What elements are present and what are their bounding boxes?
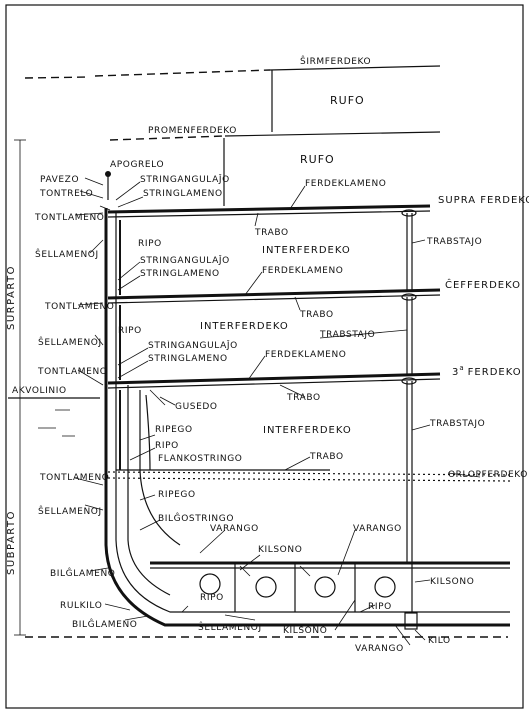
- label-sellamenoj-3: ŜELLAMENOJ: [38, 505, 102, 517]
- label-ferdeklameno-1: FERDEKLAMENO: [305, 179, 386, 189]
- label-sellamenoj-1: ŜELLAMENOJ: [35, 248, 99, 260]
- part-dimension-line: [14, 139, 26, 636]
- label-trabstajo-1: TRABSTAJO: [426, 237, 482, 247]
- label-third-ferdeko-superscript: a: [459, 364, 464, 372]
- label-varango-1: VARANGO: [210, 524, 259, 534]
- label-tontlameno-4: TONTLAMENO: [39, 473, 109, 483]
- label-ferdeklameno-2: FERDEKLAMENO: [262, 266, 343, 276]
- label-flankostringo: FLANKOSTRINGO: [158, 454, 243, 464]
- label-cefferdeko: ĈEFFERDEKO: [445, 278, 521, 291]
- decks: [107, 204, 511, 569]
- label-kilo: KILO: [428, 636, 451, 646]
- label-interferdeko-2: INTERFERDEKO: [200, 321, 289, 332]
- label-ripego-2: RIPEGO: [158, 490, 196, 500]
- superstructure: [24, 65, 441, 206]
- label-third-ferdeko-number: 3: [452, 367, 459, 378]
- label-bilglameno-1: BILĜLAMENO: [50, 567, 115, 579]
- label-kilsono-1: KILSONO: [258, 545, 302, 555]
- labels: ŜIRMFERDEKO RUFO PROMENFERDEKO RUFO APOG…: [6, 55, 529, 654]
- label-stringangulajo-3: STRINGANGULAĴO: [148, 340, 238, 351]
- label-gusedo: GUSEDO: [175, 402, 218, 412]
- label-rufo-lower: RUFO: [300, 153, 335, 166]
- pillars: [401, 209, 417, 562]
- label-stringlameno-2: STRINGLAMENO: [140, 269, 220, 279]
- label-tontrelo: TONTRELO: [39, 189, 93, 199]
- label-pavezo: PAVEZO: [40, 175, 79, 185]
- label-rufo-top: RUFO: [330, 94, 365, 107]
- label-sellamenoj-2: ŜELLAMENOJ: [38, 336, 102, 348]
- label-interferdeko-3: INTERFERDEKO: [263, 425, 352, 436]
- label-akvolinio: AKVOLINIO: [12, 386, 67, 396]
- label-tontlameno-1: TONTLAMENO: [34, 213, 104, 223]
- label-varango-3: VARANGO: [355, 644, 404, 654]
- label-ripo-5: RIPO: [368, 602, 392, 612]
- hull-shell: [99, 171, 510, 627]
- label-kilsono-2: KILSONO: [283, 626, 327, 636]
- label-trabo-4: TRABO: [309, 452, 344, 462]
- label-tontlameno-3: TONTLAMENO: [37, 367, 107, 377]
- label-trabstajo-2: TRABSTAJO: [319, 330, 375, 340]
- label-subparto: SUBPARTO: [6, 510, 17, 575]
- label-ripo-2: RIPO: [118, 326, 142, 336]
- label-tontlameno-2: TONTLAMENO: [44, 302, 114, 312]
- label-interferdeko-1: INTERFERDEKO: [262, 245, 351, 256]
- label-stringangulajo-1: STRINGANGULAĴO: [140, 174, 230, 185]
- label-stringangulajo-2: STRINGANGULAĴO: [140, 255, 230, 266]
- label-promenferdeko: PROMENFERDEKO: [148, 126, 237, 136]
- label-sellamenoj-4: ŜELLAMENOJ: [198, 621, 262, 633]
- label-ripo-3: RIPO: [155, 441, 179, 451]
- label-kilsono-3: KILSONO: [430, 577, 474, 587]
- label-surparto: SURPARTO: [6, 265, 17, 330]
- label-orlopferdeko: ORLOPFERDEKO: [448, 470, 528, 480]
- frames: [119, 220, 181, 546]
- label-stringlameno-1: STRINGLAMENO: [143, 189, 223, 199]
- label-ripo-1: RIPO: [138, 239, 162, 249]
- leader-lines: [74, 177, 481, 646]
- label-bilglameno-2: BILĜLAMENO: [72, 618, 137, 630]
- label-trabo-1: TRABO: [254, 228, 289, 238]
- label-trabo-3: TRABO: [286, 393, 321, 403]
- label-ripego-1: RIPEGO: [155, 425, 193, 435]
- label-third-ferdeko: 3a FERDEKO: [452, 364, 522, 378]
- label-rulkilo: RULKILO: [60, 601, 102, 611]
- label-third-ferdeko-word: FERDEKO: [468, 367, 522, 378]
- label-apogrelo: APOGRELO: [110, 160, 164, 170]
- label-bilgostringo: BILĜOSTRINGO: [158, 512, 234, 524]
- label-stringlameno-3: STRINGLAMENO: [148, 354, 228, 364]
- label-trabo-2: TRABO: [299, 310, 334, 320]
- label-supra-ferdeko: SUPRA FERDEKO: [438, 195, 529, 206]
- label-sirmferdeko: ŜIRMFERDEKO: [300, 55, 371, 67]
- label-ferdeklameno-3: FERDEKLAMENO: [265, 350, 346, 360]
- diagram-frame: [5, 4, 524, 709]
- double-bottom: [199, 563, 418, 630]
- label-ripo-4: RIPO: [200, 593, 224, 603]
- label-varango-2: VARANGO: [353, 524, 402, 534]
- label-trabstajo-3: TRABSTAJO: [429, 419, 485, 429]
